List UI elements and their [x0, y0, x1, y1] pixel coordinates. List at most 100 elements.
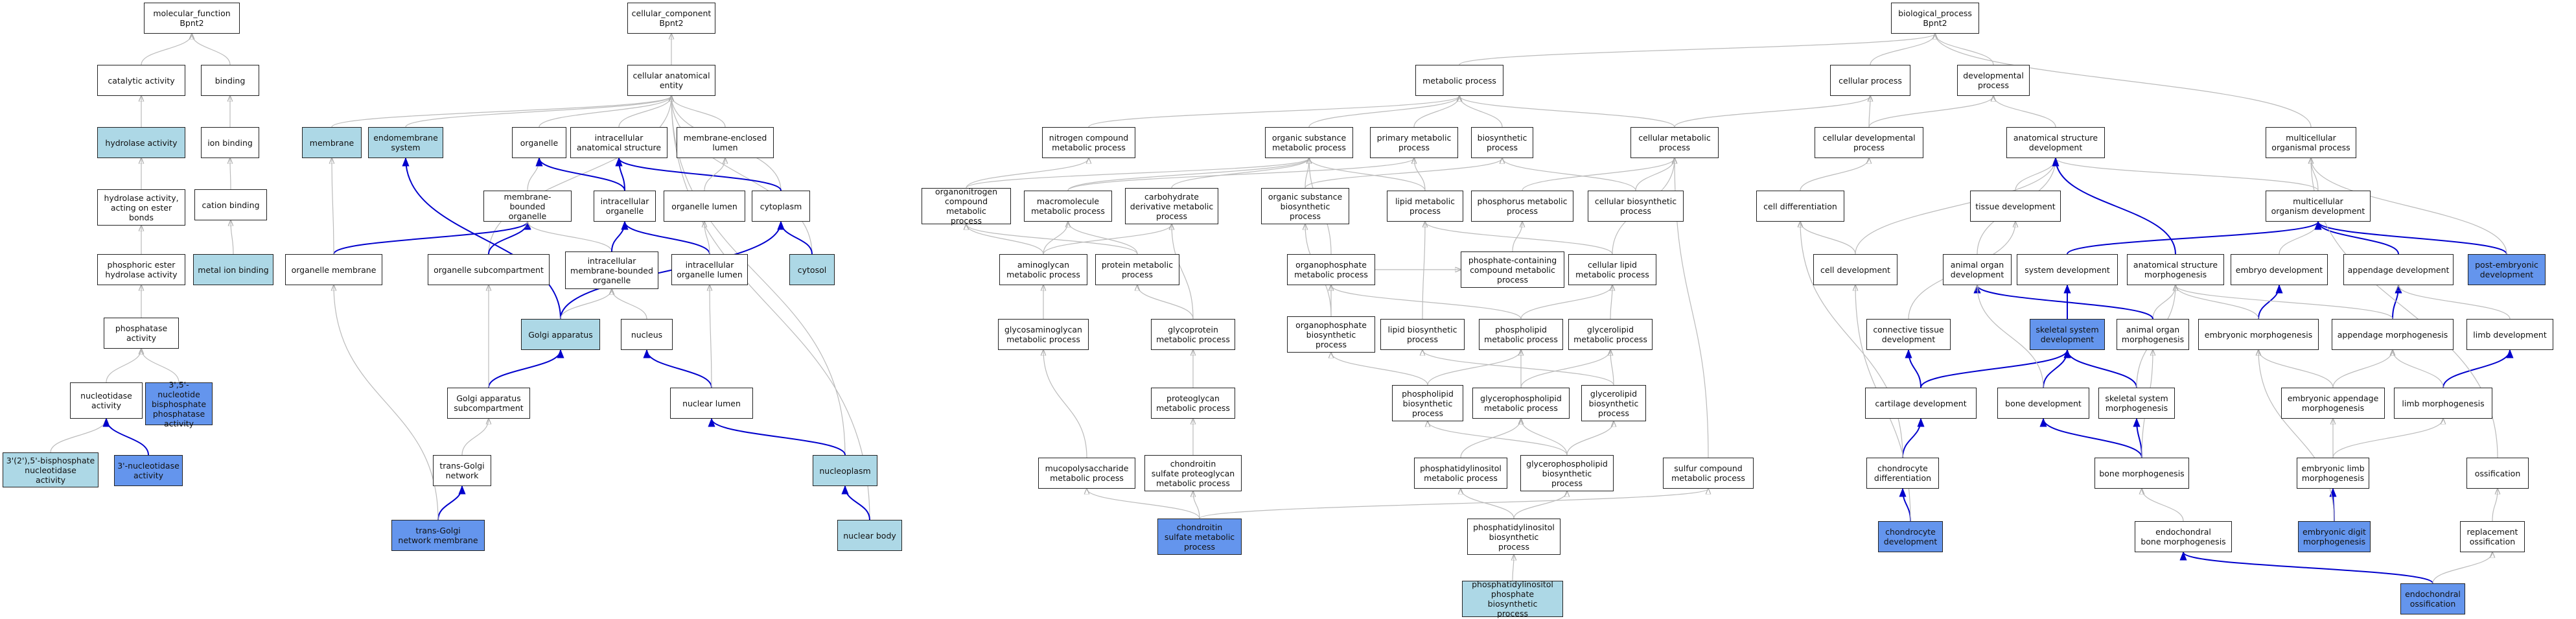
- node-appendage-morphogenesis[interactable]: appendage morphogenesis: [2332, 319, 2454, 350]
- node-cellular-process[interactable]: cellular process: [1830, 65, 1910, 96]
- node-ossification[interactable]: ossification: [2466, 458, 2529, 489]
- node-glycerolipid-metabolic[interactable]: glycerolipid metabolic process: [1568, 319, 1653, 350]
- node-binding[interactable]: binding: [201, 65, 259, 96]
- node-metal-ion-binding[interactable]: metal ion binding: [193, 254, 273, 285]
- node-lipid-metabolic[interactable]: lipid metabolic process: [1387, 191, 1463, 222]
- node-bone-development[interactable]: bone development: [1997, 388, 2089, 419]
- node-skeletal-system-development[interactable]: skeletal system development: [2030, 319, 2105, 350]
- node-phosphorus-metabolic[interactable]: phosphorus metabolic process: [1471, 191, 1573, 222]
- node-post-embryonic-development[interactable]: post-embryonic development: [2468, 254, 2546, 285]
- node-anatomical-structure-development[interactable]: anatomical structure development: [2006, 127, 2105, 158]
- node-membrane-bounded-organelle[interactable]: membrane-bounded organelle: [483, 191, 572, 222]
- node-phosphatidylinositol-phosphate-biosynthetic[interactable]: phosphatidylinositol phosphate biosynthe…: [1462, 579, 1563, 618]
- node-lipid-biosynthetic[interactable]: lipid biosynthetic process: [1380, 319, 1465, 350]
- node-nuclear-lumen[interactable]: nuclear lumen: [670, 388, 753, 419]
- node-golgi-apparatus-subcompartment[interactable]: Golgi apparatus subcompartment: [447, 388, 530, 419]
- node-glycerophospholipid-metabolic[interactable]: glycerophospholipid metabolic process: [1472, 388, 1570, 419]
- node-3-nucleotidase[interactable]: 3'-nucleotidase activity: [114, 455, 183, 486]
- node-cellular-anatomical-entity[interactable]: cellular anatomical entity: [627, 65, 715, 96]
- node-golgi-apparatus[interactable]: Golgi apparatus: [521, 319, 600, 350]
- node-cellular-component[interactable]: cellular_component Bpnt2: [627, 3, 715, 34]
- node-mucopolysaccharide-metabolic[interactable]: mucopolysaccharide metabolic process: [1038, 458, 1135, 489]
- node-multicellular-organism-development[interactable]: multicellular organism development: [2266, 191, 2371, 222]
- node-cation-binding[interactable]: cation binding: [194, 189, 267, 220]
- node-primary-metabolic[interactable]: primary metabolic process: [1370, 127, 1458, 158]
- node-phosphatidylinositol-metabolic[interactable]: phosphatidylinositol metabolic process: [1414, 458, 1507, 489]
- node-organophosphate-metabolic[interactable]: organophosphate metabolic process: [1287, 254, 1375, 285]
- node-organophosphate-biosynthetic[interactable]: organophosphate biosynthetic process: [1287, 316, 1375, 353]
- node-limb-development[interactable]: limb development: [2466, 319, 2553, 350]
- node-intracellular-membrane-bounded-organelle[interactable]: intracellular membrane-bounded organelle: [565, 251, 658, 289]
- node-proteoglycan-metabolic[interactable]: proteoglycan metabolic process: [1151, 388, 1235, 419]
- node-embryonic-digit-morphogenesis[interactable]: embryonic digit morphogenesis: [2298, 521, 2371, 552]
- node-glycoprotein-metabolic[interactable]: glycoprotein metabolic process: [1151, 319, 1235, 350]
- node-hydrolase-ester-bonds[interactable]: hydrolase activity, acting on ester bond…: [97, 189, 185, 226]
- node-embryonic-morphogenesis[interactable]: embryonic morphogenesis: [2198, 319, 2319, 350]
- node-organelle-subcompartment[interactable]: organelle subcompartment: [428, 254, 550, 285]
- node-animal-organ-development[interactable]: animal organ development: [1943, 254, 2012, 285]
- node-membrane-enclosed-lumen[interactable]: membrane-enclosed lumen: [677, 127, 774, 158]
- node-aminoglycan-metabolic[interactable]: aminoglycan metabolic process: [999, 254, 1087, 285]
- node-organelle[interactable]: organelle: [512, 127, 566, 158]
- node-multicellular-organismal-process[interactable]: multicellular organismal process: [2266, 127, 2356, 158]
- node-appendage-development[interactable]: appendage development: [2343, 254, 2454, 285]
- node-trans-golgi-network[interactable]: trans-Golgi network: [433, 455, 491, 486]
- node-ion-binding[interactable]: ion binding: [201, 127, 259, 158]
- node-glycosaminoglycan-metabolic[interactable]: glycosaminoglycan metabolic process: [998, 319, 1089, 350]
- node-phospholipid-biosynthetic[interactable]: phospholipid biosynthetic process: [1392, 385, 1463, 421]
- node-nuclear-body[interactable]: nuclear body: [837, 520, 902, 551]
- node-intracellular-organelle[interactable]: intracellular organelle: [594, 191, 656, 222]
- node-cytoplasm[interactable]: cytoplasm: [752, 191, 810, 222]
- node-biosynthetic-process[interactable]: biosynthetic process: [1471, 127, 1533, 158]
- node-intracellular-organelle-lumen[interactable]: intracellular organelle lumen: [671, 254, 748, 285]
- node-nucleus[interactable]: nucleus: [621, 319, 673, 350]
- node-organelle-lumen[interactable]: organelle lumen: [664, 191, 745, 222]
- node-nitrogen-compound-metabolic[interactable]: nitrogen compound metabolic process: [1042, 127, 1135, 158]
- node-embryo-development[interactable]: embryo development: [2231, 254, 2328, 285]
- node-chondroitin-sulfate-proteoglycan-metabolic[interactable]: chondroitin sulfate proteoglycan metabol…: [1144, 455, 1242, 491]
- node-phosphate-containing-compound[interactable]: phosphate-containing compound metabolic …: [1461, 251, 1564, 288]
- node-chondrocyte-development[interactable]: chondrocyte development: [1878, 521, 1943, 552]
- node-phosphoric-ester-hydrolase[interactable]: phosphoric ester hydrolase activity: [97, 254, 185, 285]
- node-cell-differentiation[interactable]: cell differentiation: [1756, 191, 1844, 222]
- node-trans-golgi-network-membrane[interactable]: trans-Golgi network membrane: [391, 520, 485, 551]
- node-carbohydrate-derivative-metabolic[interactable]: carbohydrate derivative metabolic proces…: [1125, 188, 1218, 224]
- node-bisphosphate-phosphatase[interactable]: 3',5'-nucleotide bisphosphate phosphatas…: [145, 380, 213, 428]
- node-molecular-function[interactable]: molecular_function Bpnt2: [144, 3, 240, 34]
- node-skeletal-system-morphogenesis[interactable]: skeletal system morphogenesis: [2098, 388, 2175, 419]
- node-bisphosphate-nucleotidase[interactable]: 3'(2'),5'-bisphosphate nucleotidase acti…: [3, 452, 99, 487]
- node-embryonic-limb-morphogenesis[interactable]: embryonic limb morphogenesis: [2297, 458, 2369, 489]
- node-nucleoplasm[interactable]: nucleoplasm: [813, 455, 877, 486]
- node-endochondral-ossification[interactable]: endochondral ossification: [2400, 583, 2465, 614]
- node-endomembrane-system[interactable]: endomembrane system: [368, 127, 443, 158]
- node-membrane[interactable]: membrane: [302, 127, 362, 158]
- node-embryonic-appendage-morphogenesis[interactable]: embryonic appendage morphogenesis: [2281, 388, 2385, 419]
- node-cartilage-development[interactable]: cartilage development: [1865, 388, 1977, 419]
- node-organelle-membrane[interactable]: organelle membrane: [285, 254, 382, 285]
- node-cytosol[interactable]: cytosol: [789, 254, 835, 285]
- node-biological-process[interactable]: biological_process Bpnt2: [1891, 3, 1979, 34]
- node-connective-tissue-development[interactable]: connective tissue development: [1866, 319, 1951, 350]
- node-animal-organ-morphogenesis[interactable]: animal organ morphogenesis: [2117, 319, 2189, 350]
- node-phospholipid-metabolic[interactable]: phospholipid metabolic process: [1479, 319, 1563, 350]
- node-macromolecule-metabolic[interactable]: macromolecule metabolic process: [1024, 191, 1112, 222]
- node-catalytic-activity[interactable]: catalytic activity: [97, 65, 185, 96]
- node-cellular-metabolic[interactable]: cellular metabolic process: [1630, 127, 1719, 158]
- node-organic-substance-metabolic[interactable]: organic substance metabolic process: [1265, 127, 1353, 158]
- node-cellular-lipid-metabolic[interactable]: cellular lipid metabolic process: [1568, 254, 1656, 285]
- node-organic-substance-biosynthetic[interactable]: organic substance biosynthetic process: [1261, 188, 1349, 224]
- node-protein-metabolic[interactable]: protein metabolic process: [1095, 254, 1179, 285]
- node-cellular-developmental[interactable]: cellular developmental process: [1815, 127, 1923, 158]
- node-replacement-ossification[interactable]: replacement ossification: [2460, 521, 2525, 552]
- node-anatomical-structure-morphogenesis[interactable]: anatomical structure morphogenesis: [2127, 254, 2224, 285]
- node-bone-morphogenesis[interactable]: bone morphogenesis: [2094, 458, 2189, 489]
- node-system-development[interactable]: system development: [2017, 254, 2118, 285]
- node-phosphatase-activity[interactable]: phosphatase activity: [104, 318, 179, 349]
- node-endochondral-bone-morphogenesis[interactable]: endochondral bone morphogenesis: [2135, 521, 2232, 552]
- node-glycerophospholipid-biosynthetic[interactable]: glycerophospholipid biosynthetic process: [1520, 455, 1614, 491]
- node-glycerolipid-biosynthetic[interactable]: glycerolipid biosynthetic process: [1581, 385, 1646, 421]
- node-intracellular-anatomical-structure[interactable]: intracellular anatomical structure: [570, 127, 667, 158]
- node-tissue-development[interactable]: tissue development: [1970, 191, 2061, 222]
- node-cell-development[interactable]: cell development: [1813, 254, 1897, 285]
- node-phosphatidylinositol-biosynthetic[interactable]: phosphatidylinositol biosynthetic proces…: [1467, 519, 1561, 555]
